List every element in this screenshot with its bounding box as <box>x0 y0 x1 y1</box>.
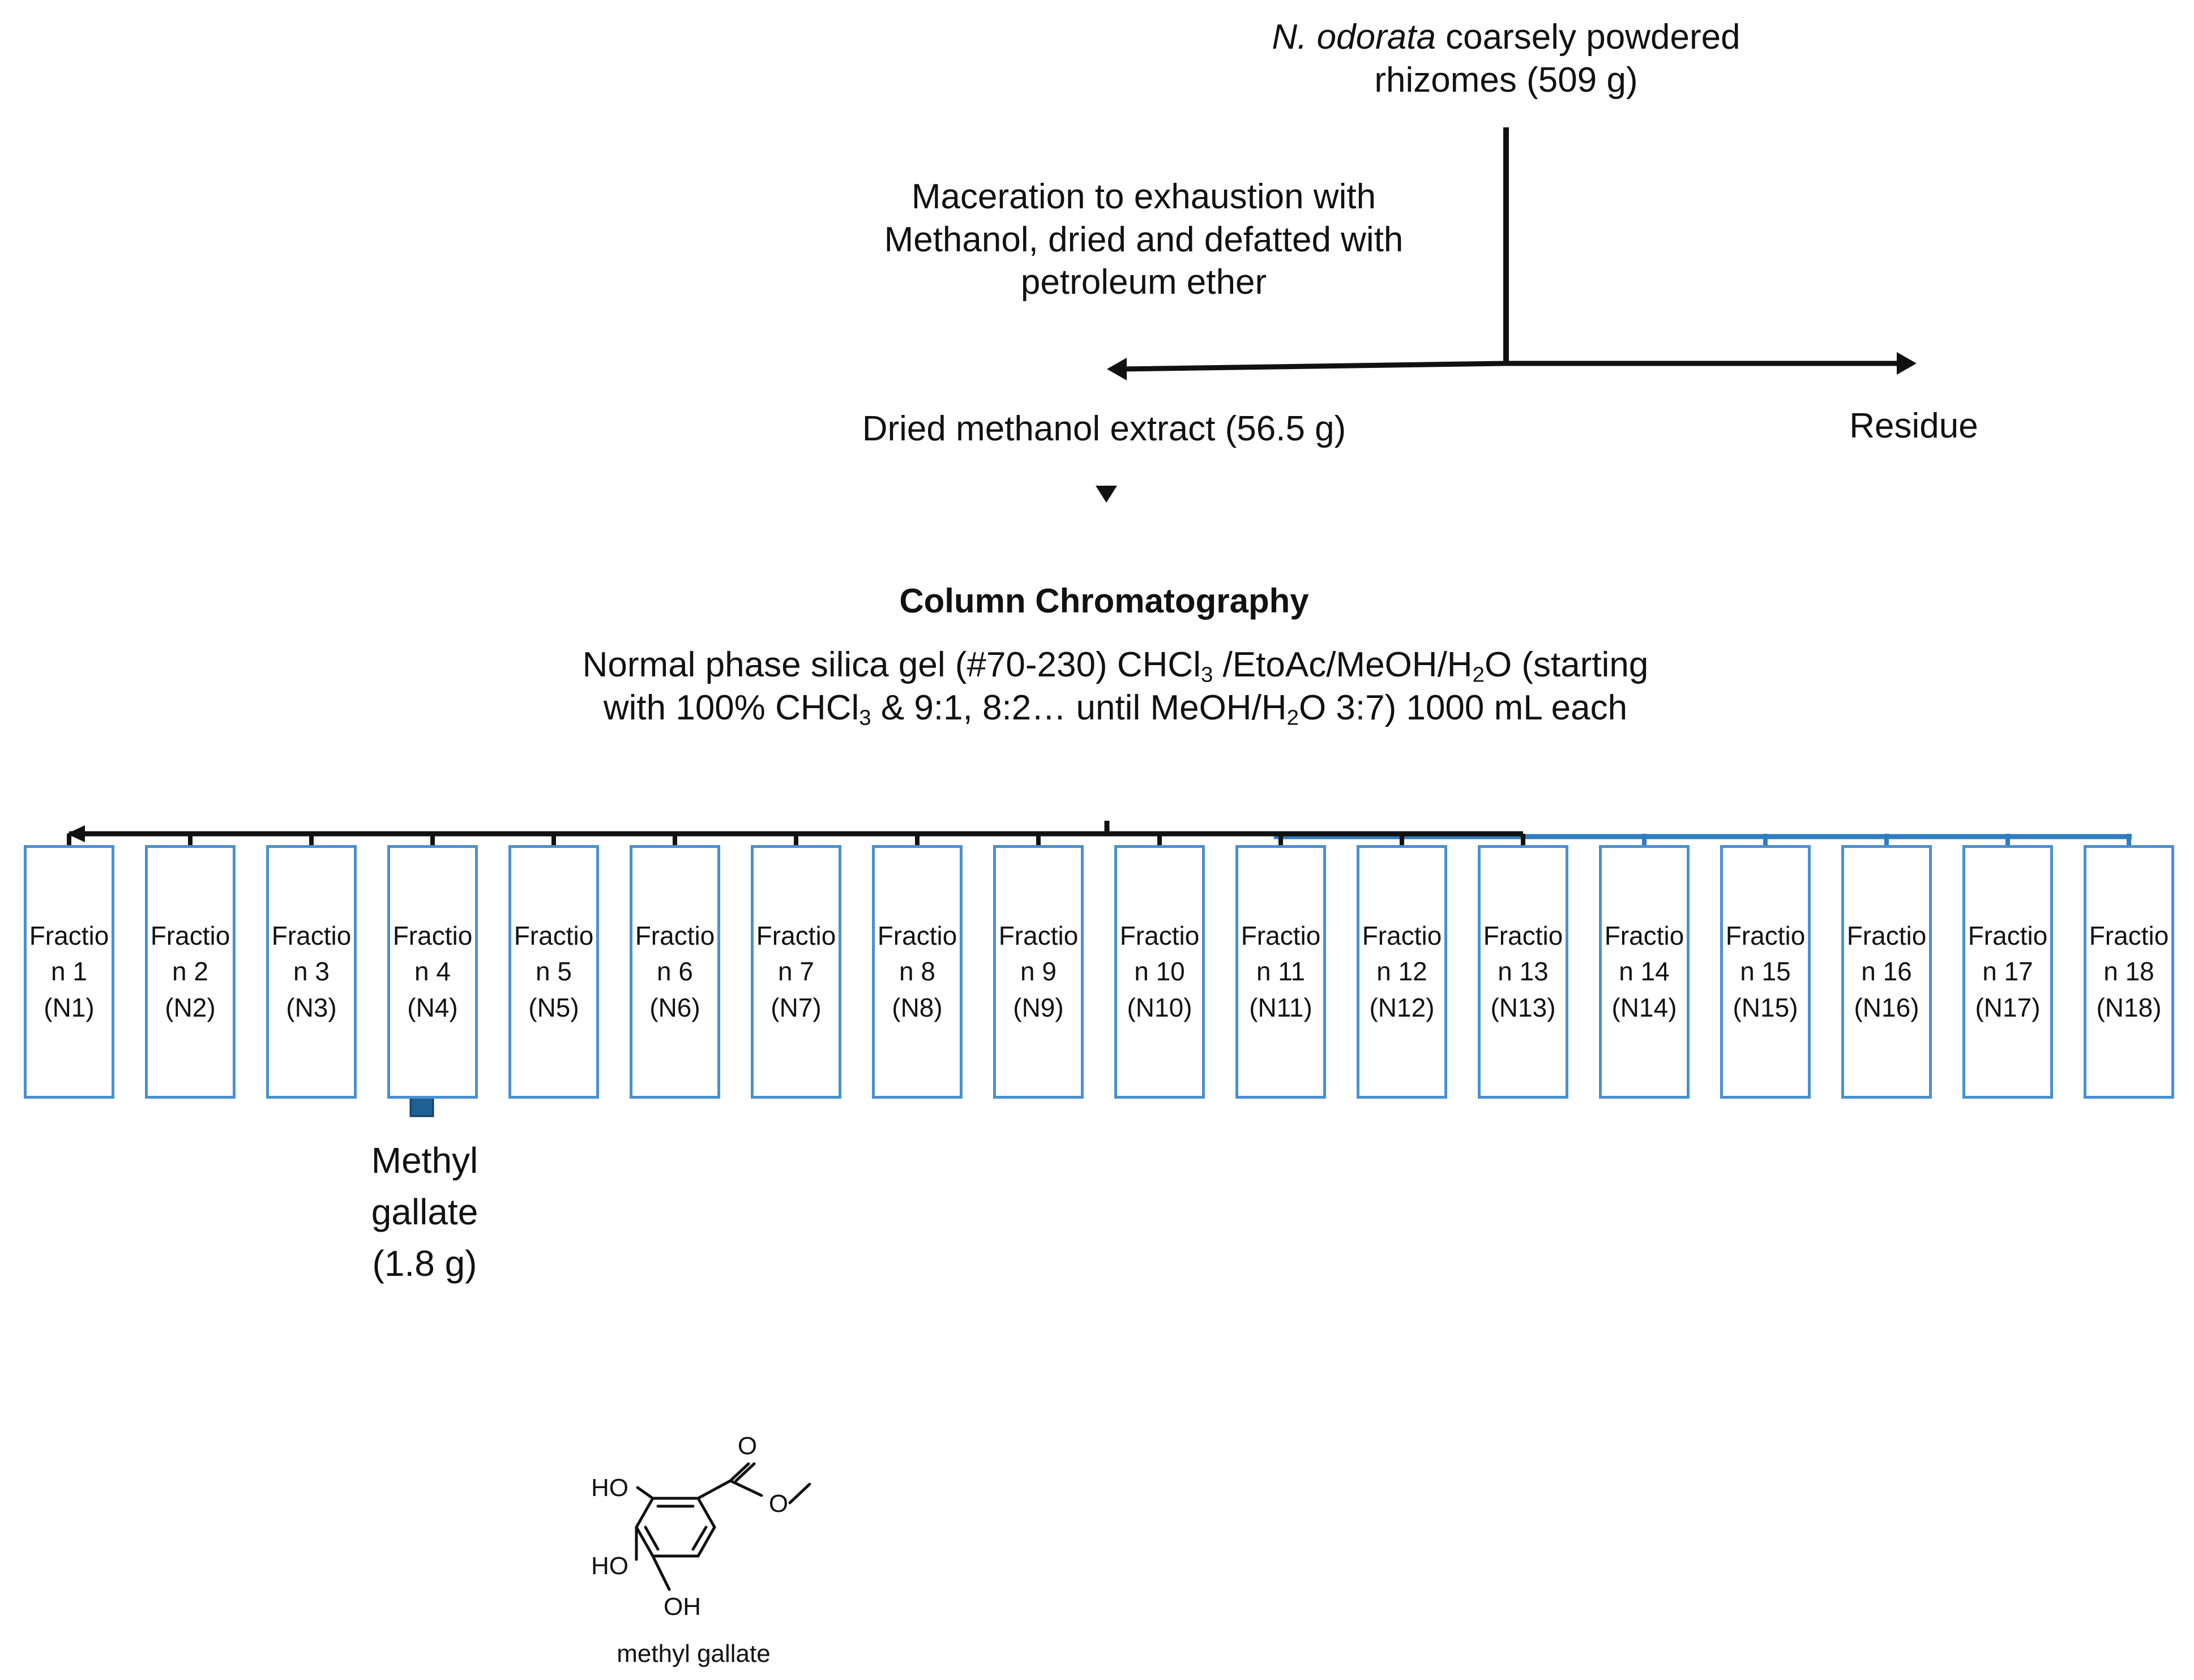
chromatography-title: Column Chromatography <box>899 582 1309 620</box>
methyl-gallate-structure <box>635 1462 811 1591</box>
fraction-box-11: Fractio n 11 (N11) <box>1235 845 1326 1099</box>
fraction-box-13: Fractio n 13 (N13) <box>1478 845 1568 1099</box>
source-material-label: N. odorata coarsely powdered rhizomes (5… <box>1195 16 1817 101</box>
conditions-line2-b: & 9:1, 8:2… until MeOH/H <box>871 688 1287 727</box>
product-line-2: gallate <box>371 1191 478 1232</box>
fraction-box-9: Fractio n 9 (N9) <box>993 845 1084 1099</box>
structure-caption: methyl gallate <box>617 1640 771 1668</box>
connector-left-arrowhead <box>67 825 85 842</box>
fraction-label-1: Fractio n 1 (N1) <box>29 920 109 1022</box>
fraction-label-8: Fractio n 8 (N8) <box>877 920 957 1022</box>
fraction-box-16: Fractio n 16 (N16) <box>1841 845 1932 1099</box>
fraction-box-15: Fractio n 15 (N15) <box>1720 845 1811 1099</box>
fraction-box-17: Fractio n 17 (N17) <box>1962 845 2053 1099</box>
dried-extract-label: Dried methanol extract (56.5 g) <box>862 409 1346 448</box>
fraction-label-13: Fractio n 13 (N13) <box>1483 920 1563 1022</box>
maceration-line-2: Methanol, dried and defatted with <box>884 220 1404 259</box>
arrowhead-to-residue <box>1897 352 1917 375</box>
conditions-line1-sub2: 2 <box>1472 662 1485 687</box>
atom-label-oh-bottom: OH <box>664 1593 701 1621</box>
fraction-label-7: Fractio n 7 (N7) <box>756 920 836 1022</box>
atom-label-carbonyl-o: O <box>737 1432 758 1460</box>
product-label: Methyl gallate (1.8 g) <box>340 1135 510 1289</box>
residue-label: Residue <box>1849 406 1978 445</box>
fraction-label-15: Fractio n 15 (N15) <box>1725 920 1806 1022</box>
maceration-step-label: Maceration to exhaustion with Methanol, … <box>804 175 1483 304</box>
fraction-box-18: Fractio n 18 (N18) <box>2084 845 2174 1099</box>
maceration-line-1: Maceration to exhaustion with <box>911 177 1376 216</box>
fraction-box-14: Fractio n 14 (N14) <box>1599 845 1690 1099</box>
product-line-3: (1.8 g) <box>372 1242 477 1284</box>
fraction-label-11: Fractio n 11 (N11) <box>1241 920 1321 1022</box>
conditions-line2-c: O 3:7) 1000 mL each <box>1298 688 1628 727</box>
fraction-box-7: Fractio n 7 (N7) <box>751 845 841 1099</box>
fraction-box-10: Fractio n 10 (N10) <box>1114 845 1205 1099</box>
conditions-line1-a: Normal phase silica gel (#70-230) CHCl <box>582 645 1201 684</box>
arrowhead-to-chromatography <box>1096 486 1117 503</box>
chromatography-conditions: Normal phase silica gel (#70-230) CHCl3 … <box>464 644 1767 729</box>
species-name: N. odorata <box>1272 18 1436 57</box>
fraction-label-10: Fractio n 10 (N10) <box>1119 920 1200 1022</box>
fraction-box-8: Fractio n 8 (N8) <box>872 845 963 1099</box>
fraction-box-6: Fractio n 6 (N6) <box>630 845 720 1099</box>
fraction-label-16: Fractio n 16 (N16) <box>1846 920 1927 1022</box>
conditions-line1-sub1: 3 <box>1200 662 1213 687</box>
conditions-line1-c: O (starting <box>1484 645 1649 684</box>
source-description-line2: rhizomes (509 g) <box>1374 60 1638 100</box>
arrowhead-to-extract <box>1107 358 1127 380</box>
source-description-line1: coarsely powdered <box>1435 18 1740 57</box>
fraction-label-12: Fractio n 12 (N12) <box>1362 920 1442 1022</box>
fraction-box-1: Fractio n 1 (N1) <box>24 845 114 1099</box>
maceration-line-3: petroleum ether <box>1020 263 1267 302</box>
product-line-1: Methyl <box>371 1140 478 1181</box>
fraction-label-5: Fractio n 5 (N5) <box>514 920 594 1022</box>
fraction-label-9: Fractio n 9 (N9) <box>998 920 1079 1022</box>
fraction-box-3: Fractio n 3 (N3) <box>266 845 357 1099</box>
atom-label-ho-top: HO <box>591 1474 628 1502</box>
atom-label-ho-mid: HO <box>591 1552 628 1580</box>
fraction-label-6: Fractio n 6 (N6) <box>635 920 715 1022</box>
conditions-line1-b: /EtoAc/MeOH/H <box>1213 645 1473 684</box>
fraction-label-14: Fractio n 14 (N14) <box>1604 920 1684 1022</box>
fraction-label-3: Fractio n 3 (N3) <box>271 920 352 1022</box>
fraction-box-5: Fractio n 5 (N5) <box>508 845 599 1099</box>
fraction-box-4: Fractio n 4 (N4) <box>387 845 478 1099</box>
fraction-label-4: Fractio n 4 (N4) <box>392 920 473 1022</box>
conditions-line2-sub2: 2 <box>1286 705 1299 730</box>
fraction-label-17: Fractio n 17 (N17) <box>1968 920 2048 1022</box>
fraction-box-2: Fractio n 2 (N2) <box>145 845 236 1099</box>
conditions-line2-a: with 100% CHCl <box>603 688 859 727</box>
fraction-label-2: Fractio n 2 (N2) <box>150 920 230 1022</box>
fraction-box-12: Fractio n 12 (N12) <box>1357 845 1447 1099</box>
atom-label-ester-o: O <box>768 1490 789 1518</box>
fraction-label-18: Fractio n 18 (N18) <box>2089 920 2169 1022</box>
conditions-line2-sub1: 3 <box>859 705 871 730</box>
split-line <box>1120 361 1902 372</box>
fraction-ticks <box>67 834 2131 846</box>
